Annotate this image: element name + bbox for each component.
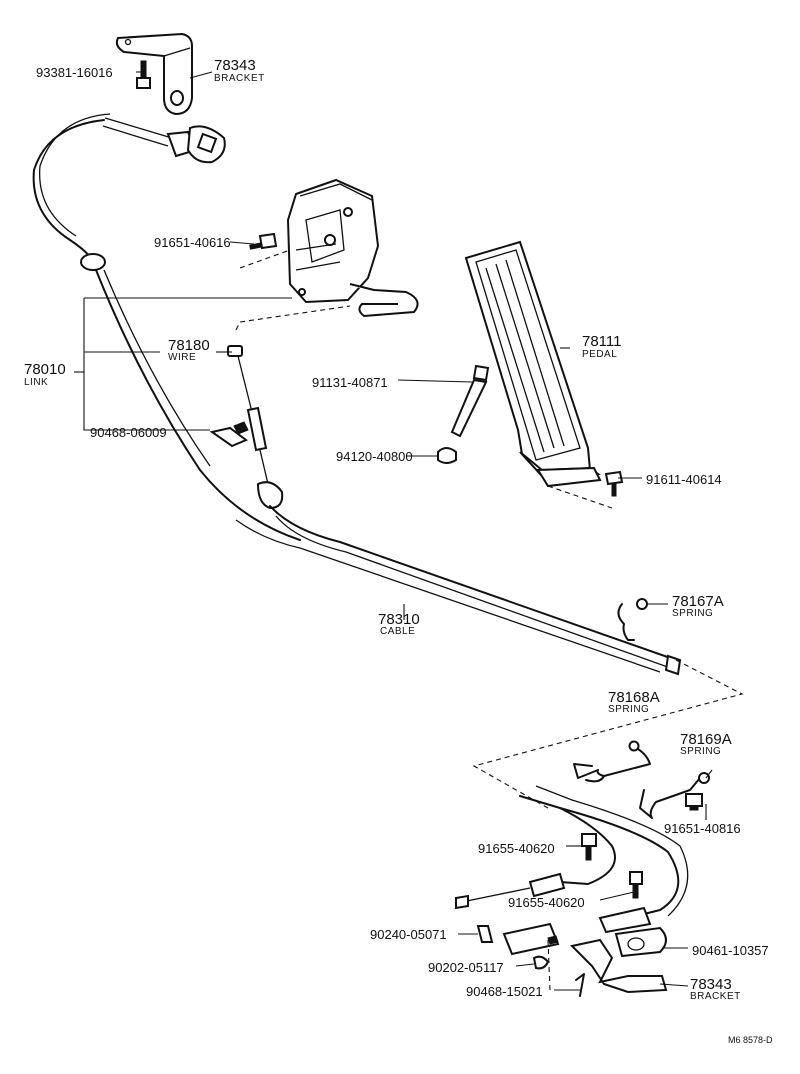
pedal-78111 [464, 240, 602, 488]
bolt-91651-40816 [685, 793, 703, 811]
label-93381-16016: 93381-16016 [36, 65, 113, 80]
cable-end-fitting [502, 906, 652, 956]
label-bracket-top: BRACKET [214, 73, 265, 84]
top-bracket-78343 [115, 32, 193, 116]
label-91131-40871: 91131-40871 [312, 375, 388, 390]
wire-78180 [227, 345, 284, 510]
label-91651-40816: 91651-40816 [664, 821, 741, 836]
label-bracket-bottom: BRACKET [690, 991, 741, 1002]
label-pedal: PEDAL [582, 349, 618, 360]
wire-end [455, 872, 566, 910]
label-78343-top: 78343 [214, 57, 256, 74]
label-90468-15021: 90468-15021 [466, 984, 543, 999]
bracket-78343-lower [569, 926, 668, 994]
nut-90202-05117 [532, 955, 550, 970]
label-spring-167: SPRING [672, 608, 714, 619]
label-78010: 78010 [24, 361, 66, 378]
throttle-knob [102, 117, 226, 164]
label-91611-40614: 91611-40614 [646, 472, 722, 487]
lower-dashed-outline [472, 659, 744, 809]
spring-78169A [639, 772, 710, 819]
nut-94120-40800 [437, 447, 457, 464]
spring-78167A [617, 598, 648, 641]
label-wire: WIRE [168, 352, 197, 363]
bolt-91611-40614 [604, 470, 624, 497]
label-78343-bottom: 78343 [690, 976, 732, 993]
bolt-91131-40871 [450, 364, 490, 438]
cable-78310 [235, 505, 682, 676]
label-94120-40800: 94120-40800 [336, 449, 413, 464]
label-91655-40620-b: 91655-40620 [508, 895, 585, 910]
label-spring-168: SPRING [608, 704, 650, 715]
label-78180: 78180 [168, 337, 210, 354]
spring-78168A [573, 740, 651, 783]
pin-90468-15021 [575, 973, 585, 997]
label-90240-05071: 90240-05071 [370, 927, 447, 942]
label-91651-40616: 91651-40616 [154, 235, 231, 250]
bolt-93381-16016 [136, 60, 151, 89]
bolt-91651-40616 [249, 232, 278, 250]
label-link: LINK [24, 377, 49, 388]
leader-lines [74, 71, 713, 991]
label-90202-05117: 90202-05117 [428, 960, 504, 975]
label-90461-10357: 90461-10357 [692, 943, 769, 958]
clip-90468-06009 [209, 421, 249, 448]
bolt-91655-40620-upper [581, 833, 597, 861]
lower-cable [519, 785, 689, 917]
label-78167A: 78167A [672, 593, 724, 610]
label-cable: CABLE [380, 626, 416, 637]
link-cable-loop [32, 113, 301, 541]
label-78111: 78111 [582, 333, 622, 350]
label-91655-40620-a: 91655-40620 [478, 841, 555, 856]
bolt-91655-40620-lower [629, 871, 643, 899]
label-spring-169: SPRING [680, 746, 722, 757]
bolt-90240-05071 [476, 925, 494, 943]
label-78168A: 78168A [608, 689, 660, 706]
label-78310: 78310 [378, 611, 420, 628]
label-78169A: 78169A [680, 731, 732, 748]
link-bracket-assembly [286, 178, 419, 318]
drawing-code: M6 8578-D [728, 1035, 773, 1045]
label-90468-06009: 90468-06009 [90, 425, 167, 440]
